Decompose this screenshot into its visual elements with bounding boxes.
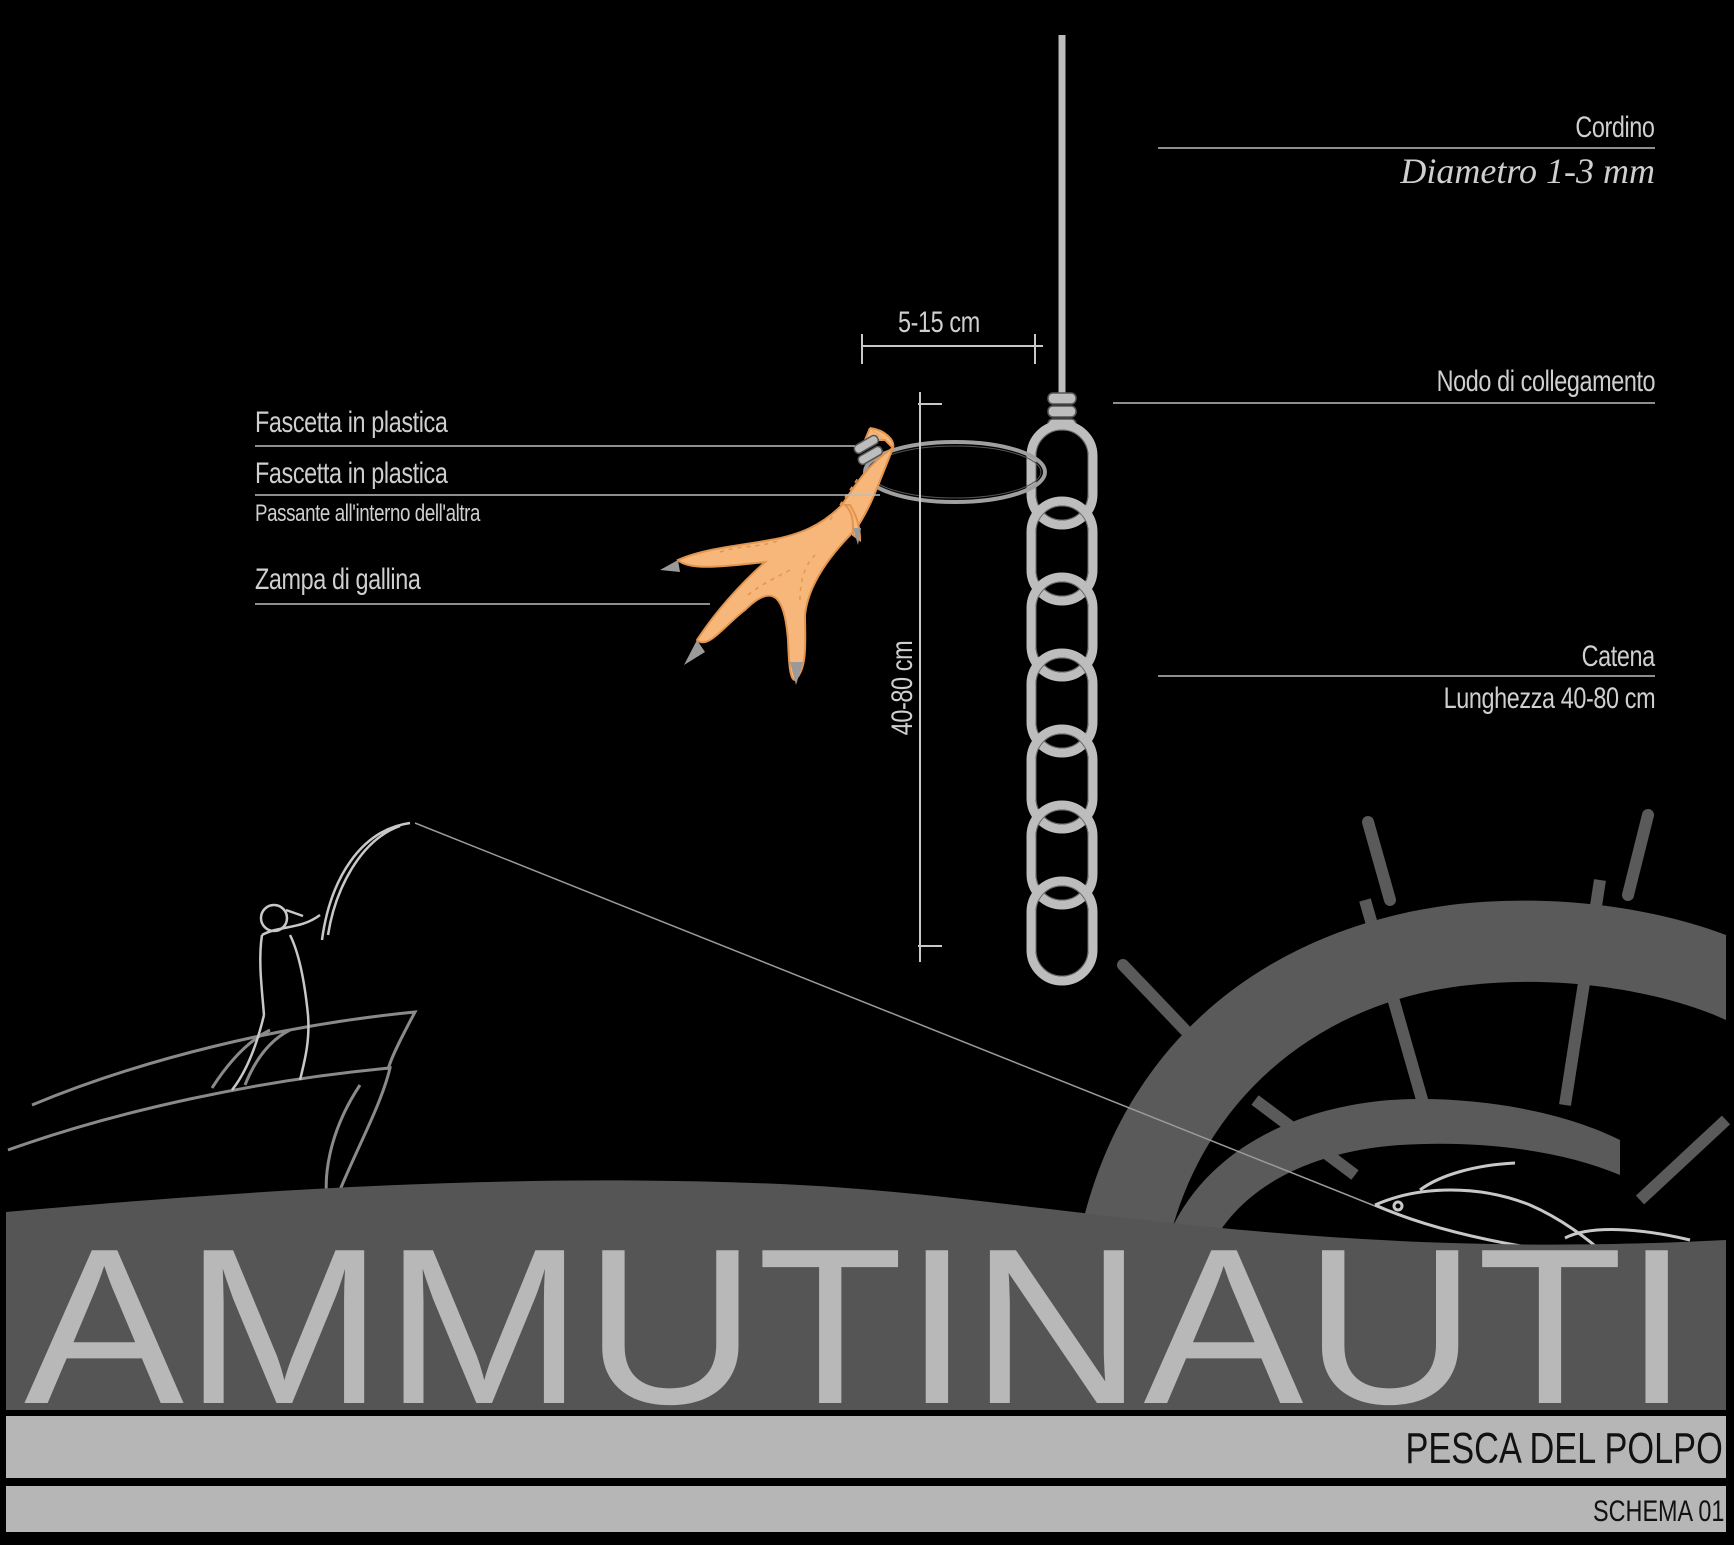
dimension-width-label: 5-15 cm xyxy=(898,306,980,339)
chain-link xyxy=(1026,876,1098,986)
label-catena-spec: Lunghezza 40-80 cm xyxy=(1443,682,1655,715)
ship-wheel-illustration xyxy=(979,809,1731,1260)
cable-tie-ring-inner xyxy=(868,445,1042,499)
label-fascetta-2-note: Passante all'interno dell'altra xyxy=(255,500,481,527)
chain-link-inner xyxy=(1035,885,1089,977)
chain xyxy=(1026,420,1098,986)
label-cordino-spec: Diametro 1-3 mm xyxy=(1400,151,1655,191)
fisherman-icon xyxy=(231,821,411,1091)
chain-link-inner xyxy=(1035,657,1089,749)
brand-wordmark: AMMUTINAUTI xyxy=(24,1225,1690,1415)
width-dimension xyxy=(861,334,1043,364)
dimension-length-label: 40-80 cm xyxy=(886,640,919,736)
sheet-band: SCHEMA 01 xyxy=(6,1486,1726,1532)
label-fascetta-2: Fascetta in plastica xyxy=(255,457,448,490)
boat-illustration xyxy=(7,1010,418,1216)
chain-link xyxy=(1026,724,1098,834)
label-cordino: Cordino xyxy=(1575,111,1656,144)
length-dimension xyxy=(918,392,942,962)
chain-link-inner xyxy=(1035,581,1089,673)
chicken-foot-illustration xyxy=(660,427,895,685)
chain-link xyxy=(1026,496,1098,606)
water-hill xyxy=(6,1180,1726,1410)
label-fascetta-1: Fascetta in plastica xyxy=(255,406,448,439)
brand-name: AMMUTINAUTI xyxy=(24,1225,1690,1415)
subtitle: PESCA DEL POLPO xyxy=(1405,1424,1723,1473)
label-zampa: Zampa di gallina xyxy=(255,563,421,596)
chain-link-inner xyxy=(1035,429,1089,521)
label-catena: Catena xyxy=(1581,640,1656,673)
label-nodo: Nodo di collegamento xyxy=(1436,365,1655,398)
chain-link xyxy=(1026,572,1098,682)
cable-tie-band xyxy=(853,434,884,466)
chain-link-inner xyxy=(1035,505,1089,597)
leader-lines xyxy=(255,147,1655,677)
chain-link xyxy=(1026,800,1098,910)
chain-link xyxy=(1026,420,1098,530)
chain-link xyxy=(1026,648,1098,758)
chain-link-inner xyxy=(1035,809,1089,901)
sheet-number: SCHEMA 01 xyxy=(1592,1495,1724,1528)
fishing-line xyxy=(414,822,1386,1211)
subtitle-band: PESCA DEL POLPO xyxy=(6,1416,1726,1478)
chain-link-inner xyxy=(1035,733,1089,825)
